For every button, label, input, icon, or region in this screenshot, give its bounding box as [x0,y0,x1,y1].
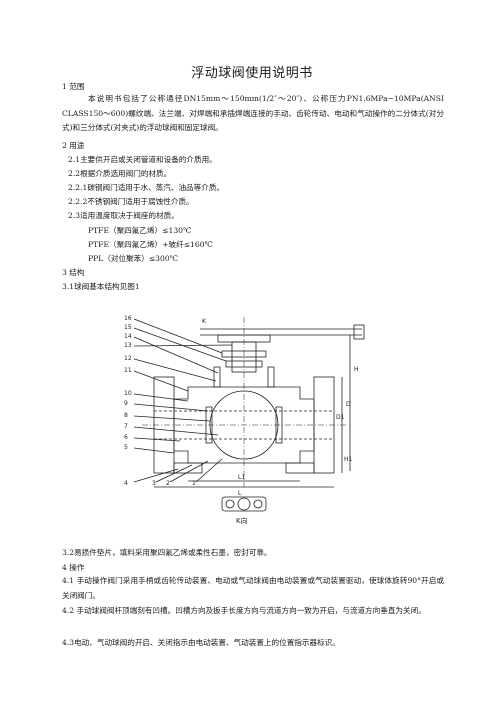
part-label: 10 [124,390,132,397]
dim-label: L1 [238,474,245,481]
bottom-bolt-left [173,462,203,474]
k-mark: K [202,318,207,325]
document-title: 浮动球阀使用说明书 [191,66,313,81]
section-1-body: 本说明书包括了公称通径DN15mm～150mm(1/2″～20″)、公称压力PN… [62,94,444,132]
section-3-heading: 3 结构 [62,268,85,277]
section-2-2-1: 2.2.1碳钢阀门适用于水、蒸汽、油品等介质。 [68,183,225,192]
part-label: 5 [124,444,128,451]
section-1-heading: 1 范围 [62,82,85,91]
section-4-3: 4.3电动、气动球阀的开启、关闭指示由电动装置、气动装置上的位置指示器标识。 [62,638,340,647]
section-2-3: 2.3适用温度取决于阀座的材质。 [68,211,179,220]
temperature-ptfe: PTFE（聚四氟乙烯）≤130℃ [88,226,192,235]
section-3-1: 3.1球阀基本结构见图1 [62,282,140,291]
valve-drawing: 16 15 14 13 12 11 10 9 8 7 6 5 4 3 2 1 K… [124,315,365,525]
temperature-ptfe-glass: PTFE（聚四氟乙烯）+玻纤≤160℃ [88,240,214,249]
bottom-bolt-right [285,462,315,474]
part-label: 9 [124,400,128,407]
part-label: 14 [124,333,132,340]
section-2-1: 2.1主要供开启或关闭管道和设备的介质用。 [68,155,217,164]
section-2-2-2: 2.2.2不锈钢阀门适用于腐蚀性介质。 [68,197,194,206]
section-3-2: 3.2易损件垫片，填料采用聚四氟乙烯或柔性石墨，密封可靠。 [62,548,272,557]
ball-valve-structure-figure: 16 15 14 13 12 11 10 9 8 7 6 5 4 3 2 1 K… [118,311,378,543]
bolt-left [213,366,221,388]
part-label: 6 [124,434,128,441]
k-view-plate [221,496,267,512]
part-label: 3 [152,480,156,487]
part-label: 16 [124,315,132,322]
part-label: 4 [124,480,128,487]
part-label: 11 [124,367,132,374]
k-view-label: K向 [236,516,248,525]
section-2-heading: 2 用途 [62,141,85,150]
section-4-2: 4.2 手动球阀阀杆顶端刻有凹槽。凹槽方向及扳手长度方向与流道方向一致为开启，与… [62,606,426,615]
part-label: 8 [124,412,128,419]
temperature-ppl: PPL（对位聚苯）≤300℃ [88,254,179,263]
dim-label: L [238,490,242,497]
part-label: 2 [166,480,170,487]
dim-label: D [346,401,351,408]
section-4-heading: 4 操作 [62,563,85,572]
section-2-2: 2.2根据介质选用阀门的材质。 [68,169,172,178]
part-label: 12 [124,355,132,362]
handle-end [353,324,365,340]
dim-label: H1 [344,456,353,463]
part-label: 1 [192,480,196,487]
bolt-right [267,366,275,388]
section-4-1: 4.1 手动操作阀门采用手柄或齿轮传动装置、电动或气动球阀由电动装置或气动装置驱… [62,576,444,600]
dim-label: D1 [336,414,345,421]
part-label: 13 [124,342,132,349]
dim-label: H [354,366,359,373]
part-label: 15 [124,324,132,331]
part-label: 7 [124,423,128,430]
